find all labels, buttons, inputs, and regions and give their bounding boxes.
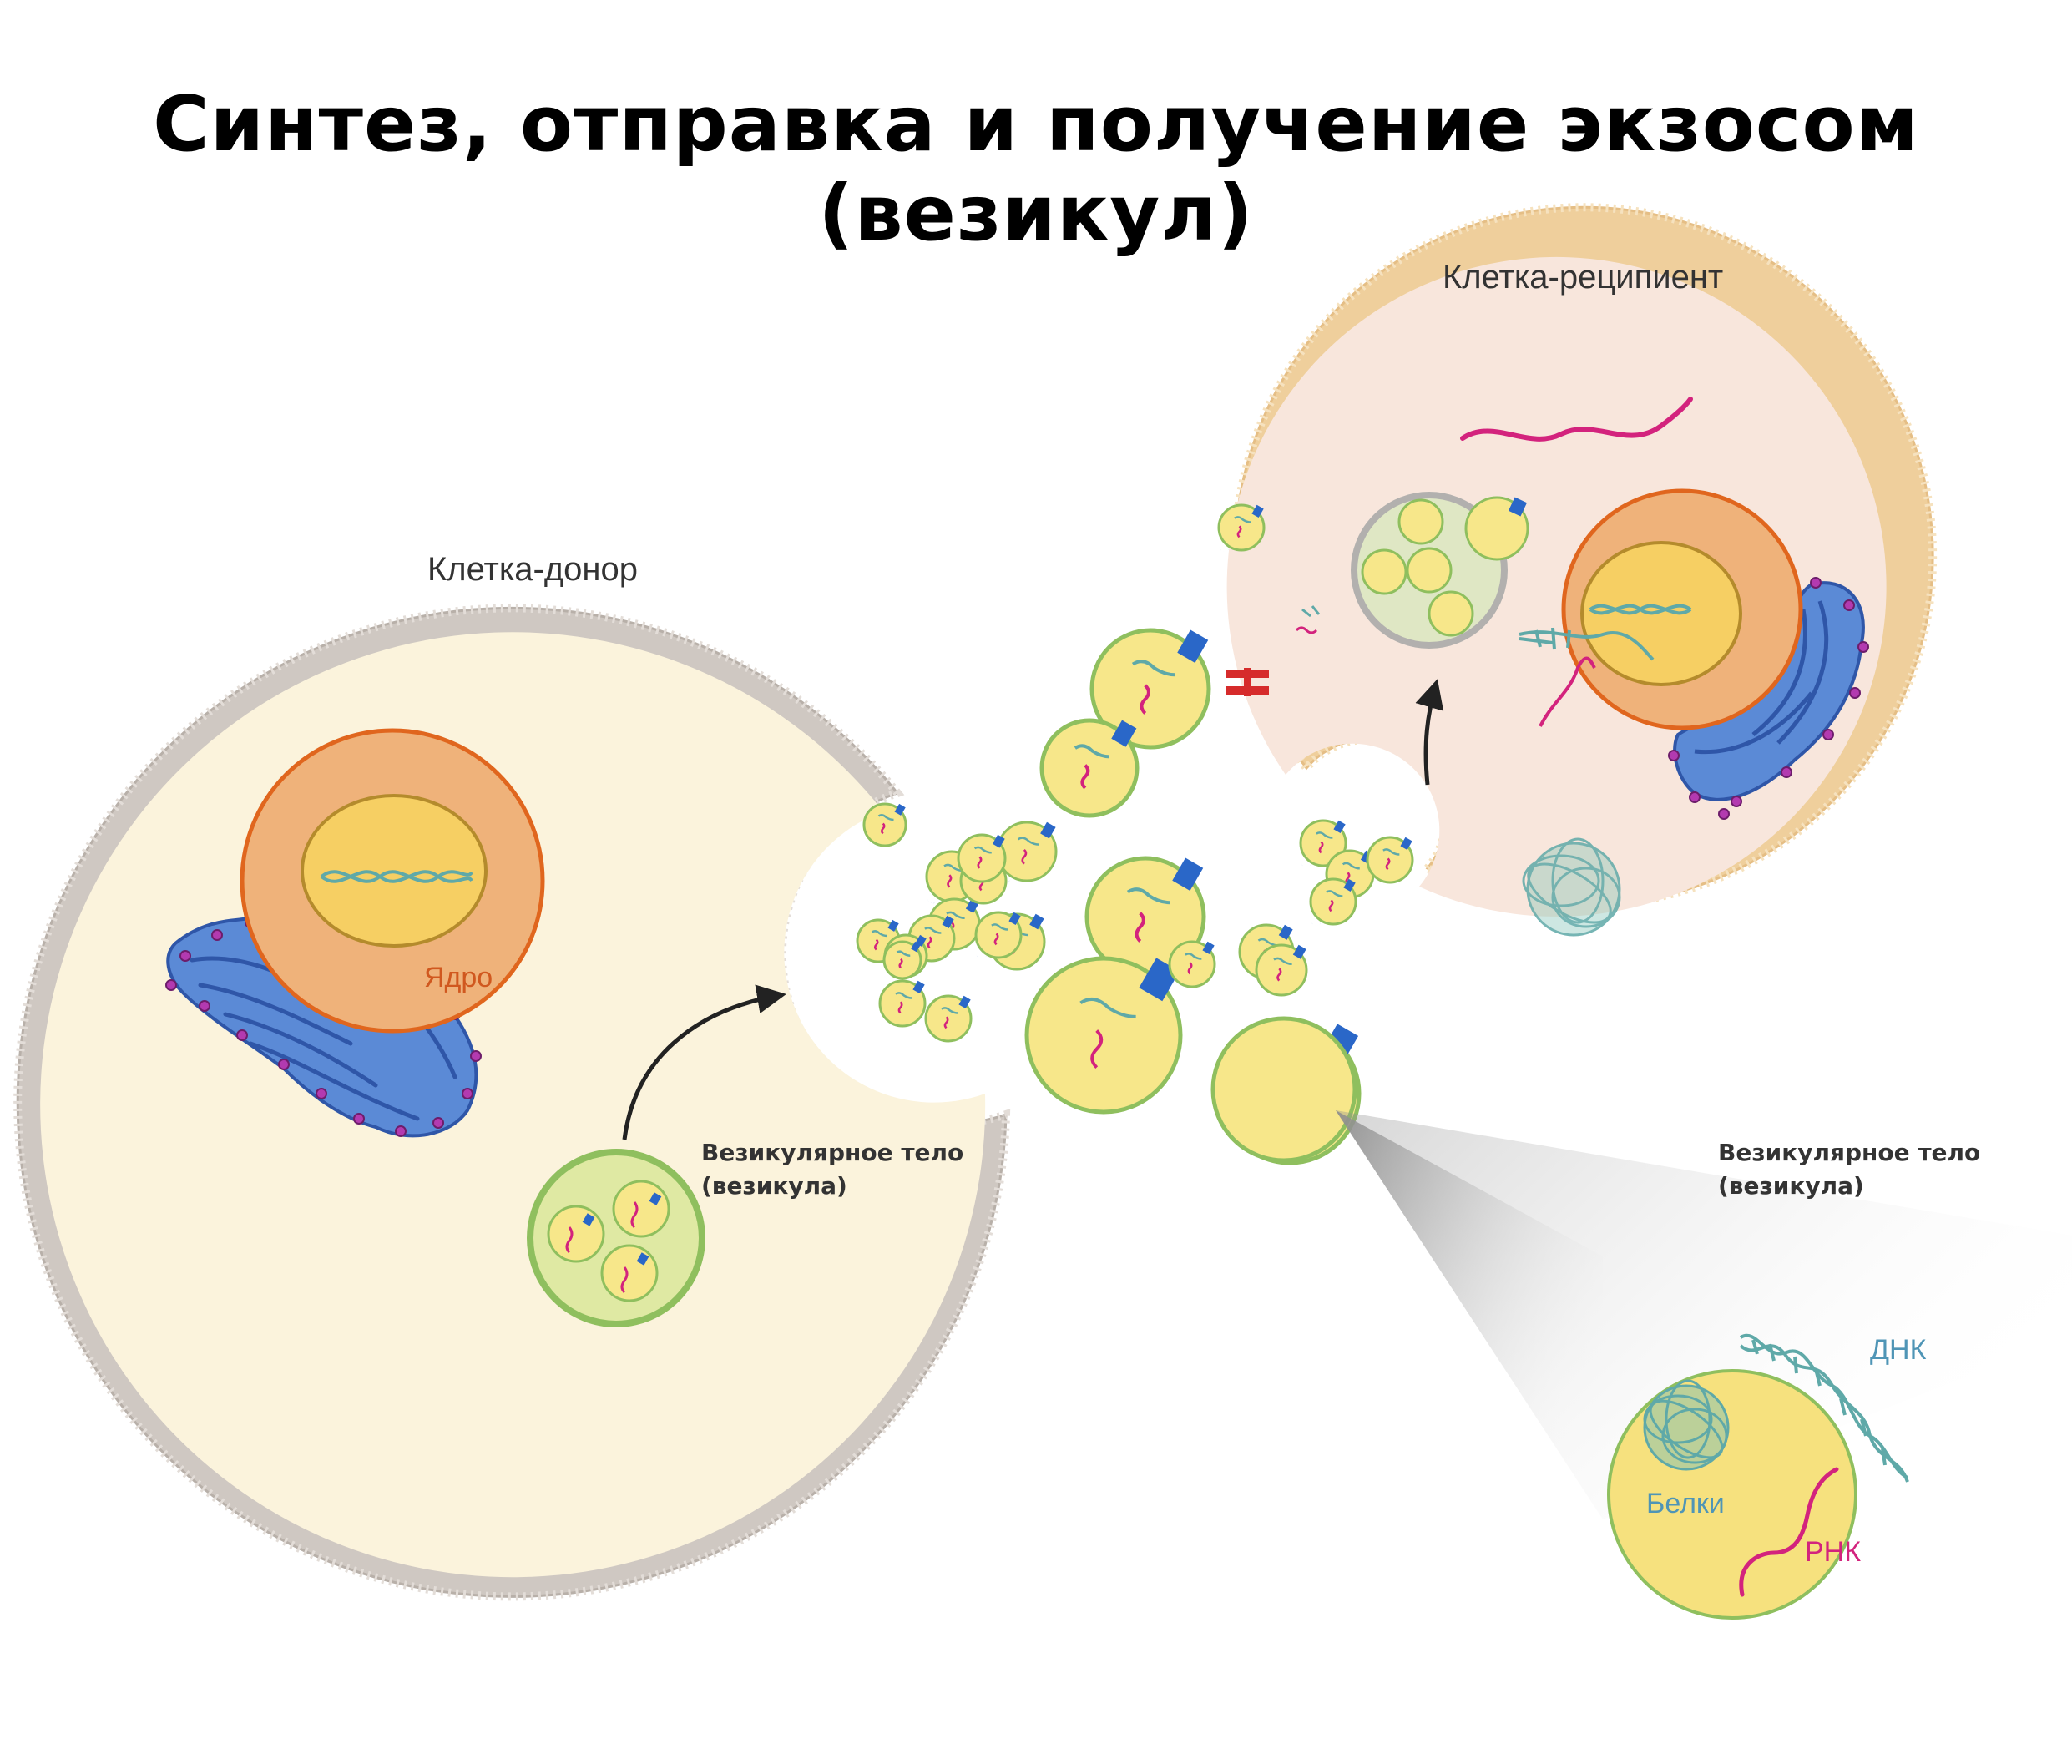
exosome-vesicle <box>1366 836 1414 884</box>
exosome-vesicle <box>974 911 1023 959</box>
exosome-vesicle <box>1309 877 1357 926</box>
donor-cytoplasm <box>40 632 986 1578</box>
red-receptor-icon <box>1226 668 1269 696</box>
recipient-cell <box>1226 203 1938 937</box>
nucleus-label: Ядро <box>424 962 493 993</box>
dna-helix-icon <box>320 870 473 883</box>
donor-cell-label: Клетка-донор <box>427 551 638 588</box>
secretion-arrow <box>622 984 786 1140</box>
recipient-cell-label: Клетка-реципиент <box>1443 259 1723 296</box>
vesicle-body-label-left-line1: Везикулярное тело <box>701 1139 963 1166</box>
exosome-vesicle <box>1217 503 1266 552</box>
exosome-vesicle <box>1024 956 1183 1118</box>
exosome-vesicle <box>1299 819 1347 867</box>
exosome-vesicle <box>862 802 907 847</box>
dna-label: ДНК <box>1870 1334 1927 1366</box>
exosome-vesicle <box>1255 943 1308 998</box>
exosome-vesicle <box>1210 1016 1357 1163</box>
vesicle-body-label-right-line1: Везикулярное тело <box>1718 1139 1980 1166</box>
rna-strand <box>1460 397 1693 442</box>
exosome-vesicle <box>1168 940 1216 988</box>
exosome-vesicles <box>856 503 1414 1168</box>
exosome-vesicle <box>878 979 927 1028</box>
uptake-arrow <box>1415 679 1444 786</box>
exosome-vesicle <box>1039 718 1140 819</box>
exosome-vesicle <box>957 833 1007 883</box>
recipient-nucleolus <box>1580 541 1742 686</box>
rna-label: РНК <box>1805 1536 1861 1568</box>
rna-zoom-icon <box>1739 1467 1839 1597</box>
dna-zoom-icon <box>1739 1333 1909 1483</box>
page-title: Синтез, отправка и получение экзосом (ве… <box>153 79 1919 258</box>
exosome-vesicle <box>1084 856 1206 979</box>
exosome-vesicle <box>996 821 1058 883</box>
protein-tangle <box>1522 837 1621 937</box>
vesicle-body-label-right-line2: (везикула) <box>1718 1172 1864 1200</box>
vesicle-body-label-left-line2: (везикула) <box>701 1172 847 1200</box>
zoom-detail: ДНК Белки РНК <box>1336 1110 2072 1620</box>
proteins-label: Белки <box>1646 1488 1725 1519</box>
donor-cell: Ядро <box>13 604 1011 1601</box>
exosome-vesicle <box>882 940 922 980</box>
proteins-zoom-icon <box>1643 1379 1730 1471</box>
multivesicular-body <box>527 1149 705 1327</box>
exosome-vesicle <box>924 994 973 1043</box>
exosome-vesicle <box>1089 628 1211 751</box>
